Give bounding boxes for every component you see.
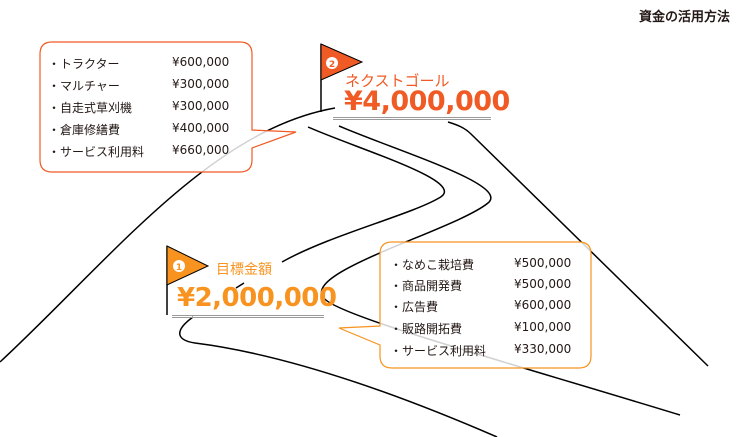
item-label: ・商品開発費: [390, 279, 463, 293]
item-value: ¥330,000: [514, 342, 572, 356]
item-value: ¥300,000: [172, 77, 230, 91]
goal2-underline: [333, 117, 491, 120]
item-value: ¥100,000: [514, 320, 572, 334]
item-label: ・倉庫修繕費: [48, 123, 121, 137]
item-value: ¥600,000: [172, 55, 230, 69]
flag-goal2: 2: [320, 43, 364, 112]
speech-bubble-goal1: [338, 241, 592, 369]
goal1-label: 目標金額: [216, 262, 272, 278]
goal2-amount: ¥4,000,000: [344, 86, 510, 117]
goal1-amount: ¥2,000,000: [177, 283, 337, 313]
item-value: ¥400,000: [172, 121, 230, 135]
goal1-underline: [172, 315, 324, 318]
flag-goal1: 1: [166, 245, 210, 315]
mountain-left-slope: [0, 107, 336, 363]
mountain-right-slope: [447, 121, 709, 367]
item-label: ・サービス利用料: [48, 145, 145, 159]
item-value: ¥660,000: [172, 143, 230, 157]
item-label: ・なめこ栽培費: [390, 258, 475, 272]
item-label: ・広告費: [390, 300, 439, 314]
speech-bubble-goal2: [39, 41, 297, 173]
item-label: ・マルチャー: [48, 79, 120, 93]
item-label: ・販路開拓費: [390, 322, 463, 336]
road-left-edge: [179, 126, 498, 437]
item-value: ¥500,000: [514, 277, 572, 291]
item-value: ¥600,000: [514, 298, 572, 312]
goal1-number: 1: [176, 263, 182, 273]
item-label: ・サービス利用料: [390, 344, 487, 358]
goal2-label: ネクストゴール: [345, 72, 450, 90]
item-label: ・トラクター: [48, 57, 120, 71]
item-label: ・自走式草刈機: [48, 101, 133, 115]
goal2-number: 2: [329, 60, 335, 70]
item-value: ¥500,000: [514, 256, 572, 270]
page-title: 資金の活用方法: [638, 10, 730, 25]
item-value: ¥300,000: [172, 99, 230, 113]
